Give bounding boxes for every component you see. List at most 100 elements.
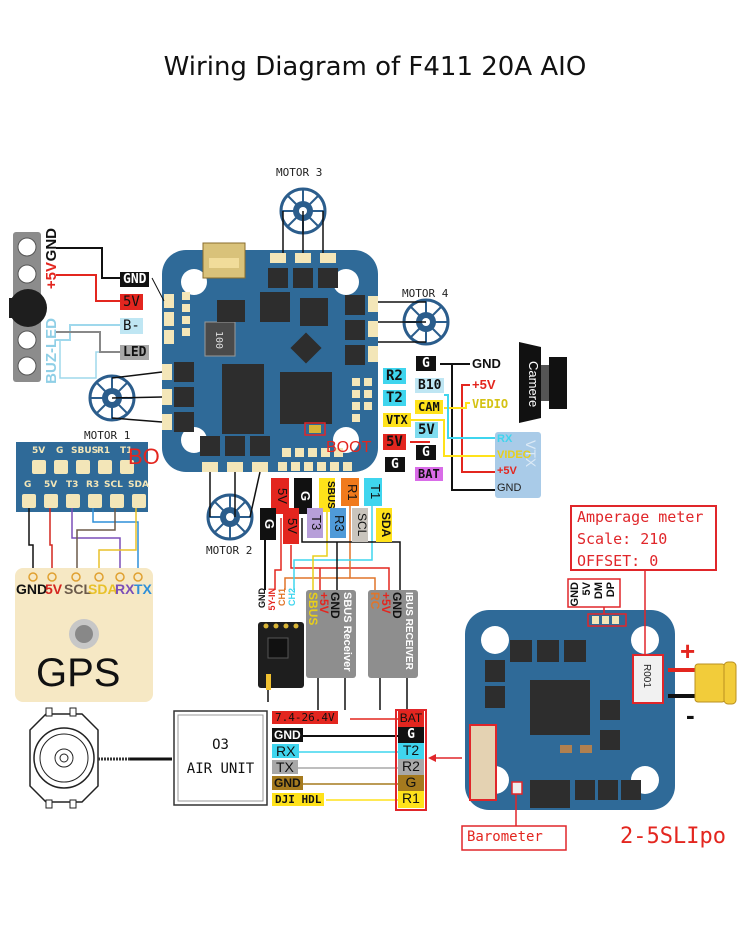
gps-pin-rx: RX (115, 581, 135, 597)
elrs-pin-ch2: CH2 (287, 588, 297, 607)
ibus-pin-gnd: GND (390, 592, 404, 619)
shunt-resistor-label: R001 (641, 664, 652, 688)
pad-b10: B10 (415, 378, 445, 393)
sbus-receiver-label: SBUS Receiver (341, 592, 353, 672)
gps-pin-sda: SDA (88, 581, 118, 597)
sbus-pin-5v: +5V (317, 592, 331, 614)
buzzer-pin-5v: +5V (43, 262, 60, 290)
pad-b-minus: B- (120, 318, 143, 334)
pad-g-bottom: G (294, 478, 313, 514)
pad-r2: R2 (383, 368, 406, 384)
pad-g-bottom-2: G (260, 508, 277, 540)
camera-pin-video: VEDIO (472, 397, 509, 411)
fc-pin-bat: BAT (398, 711, 424, 727)
fc-back-board (465, 610, 675, 810)
pad-g-mid: G (416, 445, 436, 460)
sbus-receiver (306, 590, 356, 678)
usb-pin-dm: DM (593, 582, 605, 600)
gps-pad-5v: 5V (32, 446, 46, 456)
o3-camera-icon (29, 707, 172, 809)
buzzer-pin-buz-led: BUZ-LED (43, 318, 60, 384)
pad-vtx: VTX (383, 413, 411, 427)
gps-pad-t3: T3 (66, 480, 79, 490)
camera-pin-gnd: GND (472, 356, 501, 371)
pad-5v-bottom: 5V (271, 478, 290, 514)
barometer-label: Barometer (467, 829, 543, 845)
elrs-pin-ch1: CH1 (277, 588, 287, 607)
air-unit-pin-power: 7.4-26.4V (272, 711, 338, 724)
ibus-pin-rc: RC (368, 592, 382, 610)
pad-t1: T1 (364, 478, 383, 506)
pad-sbus: SBUS (319, 478, 336, 512)
camera-icon (519, 342, 567, 423)
battery-minus: - (686, 700, 695, 730)
motor-2-label: MOTOR 2 (206, 544, 253, 557)
elrs-pin-5v-in: 5Y-IN (267, 588, 277, 611)
camera-label: Camere (526, 360, 541, 408)
xt-battery-connector-icon (668, 661, 737, 705)
gps-pad-g2: G (24, 480, 32, 490)
gps-pad-r3: R3 (86, 480, 100, 490)
ibus-pin-5v: +5V (379, 592, 393, 614)
pad-g-top: G (416, 356, 436, 371)
o3-air-unit-box (173, 710, 268, 806)
air-unit-pin-rx: RX (272, 744, 300, 758)
buzzer-icon (9, 232, 47, 382)
vtx-pin-video: VIDEO (497, 449, 532, 461)
gps-pad-g: G (56, 446, 64, 456)
air-unit-pin-tx: TX (272, 760, 298, 774)
pad-r1: R1 (341, 478, 360, 506)
pad-t3: T3 (307, 508, 324, 538)
svg-text:100: 100 (213, 331, 224, 349)
gps-module (15, 568, 153, 702)
air-unit-subtitle: AIR UNIT (186, 761, 255, 777)
buzzer-pin-gnd: GND (43, 228, 60, 262)
battery-type-label: 2-5SLIpo (620, 824, 726, 849)
pad-scl: SCL (352, 508, 369, 542)
pad-r3: R3 (330, 508, 347, 538)
vtx-label: VTX (523, 440, 539, 468)
gps-pad-t1: T1 (120, 446, 133, 456)
boot-label: BOOT (326, 439, 372, 456)
elrs-pin-gnd: GND (257, 588, 267, 608)
gps-pin-5v: 5V (45, 581, 63, 597)
air-unit-pin-gnd-2: GND (272, 776, 303, 790)
usb-pin-dp: DP (605, 582, 617, 598)
pad-5v-bottom-2: 5V (283, 508, 300, 544)
motor-1-label: MOTOR 1 (84, 429, 131, 442)
air-unit-title: O3 (212, 737, 229, 753)
boot-label-fragment: BO (128, 444, 160, 469)
amperage-scale: Scale: 210 (577, 529, 668, 548)
pad-gnd: GND (120, 272, 150, 287)
ibus-receiver-label: IBUS RECEIVER (403, 592, 414, 670)
battery-plus: + (680, 636, 696, 666)
gps-pin-tx: TX (134, 581, 152, 597)
gps-pad-sbus: SBUS (71, 446, 99, 456)
usb-pin-gnd: GND (569, 582, 581, 607)
fc-pin-g: G (398, 727, 424, 743)
motor-4-label: MOTOR 4 (402, 287, 449, 300)
air-unit-pin-dji-hdl: DJI HDL (272, 793, 325, 806)
amperage-offset: OFFSET: 0 (577, 551, 659, 570)
pad-5v-right: 5V (383, 434, 406, 450)
fc-pin-g-2: G (398, 775, 424, 791)
amperage-box: Amperage meter Scale: 210 OFFSET: 0 (577, 507, 703, 572)
pad-g-right-lower: G (385, 457, 405, 472)
pad-sda: SDA (376, 508, 393, 542)
pad-led: LED (120, 345, 150, 360)
pad-bat: BAT (415, 467, 443, 481)
vtx-pin-5v: +5V (497, 465, 517, 477)
gps-pad-scl: SCL (104, 480, 123, 490)
pad-5v-cam: 5V (415, 422, 438, 438)
gps-pin-gnd: GND (16, 581, 48, 597)
gps-pad-sda: SDA (128, 480, 149, 490)
boot-button (304, 422, 326, 436)
fc-pin-t2: T2 (398, 743, 424, 759)
vtx-pin-gnd: GND (497, 482, 522, 494)
sbus-pin-sbus: SBUS (306, 592, 320, 626)
camera-pin-5v: +5V (472, 377, 496, 392)
sbus-pin-gnd: GND (328, 592, 342, 619)
gps-label: GPS (36, 651, 121, 695)
vtx-pin-rx: RX (497, 433, 513, 445)
